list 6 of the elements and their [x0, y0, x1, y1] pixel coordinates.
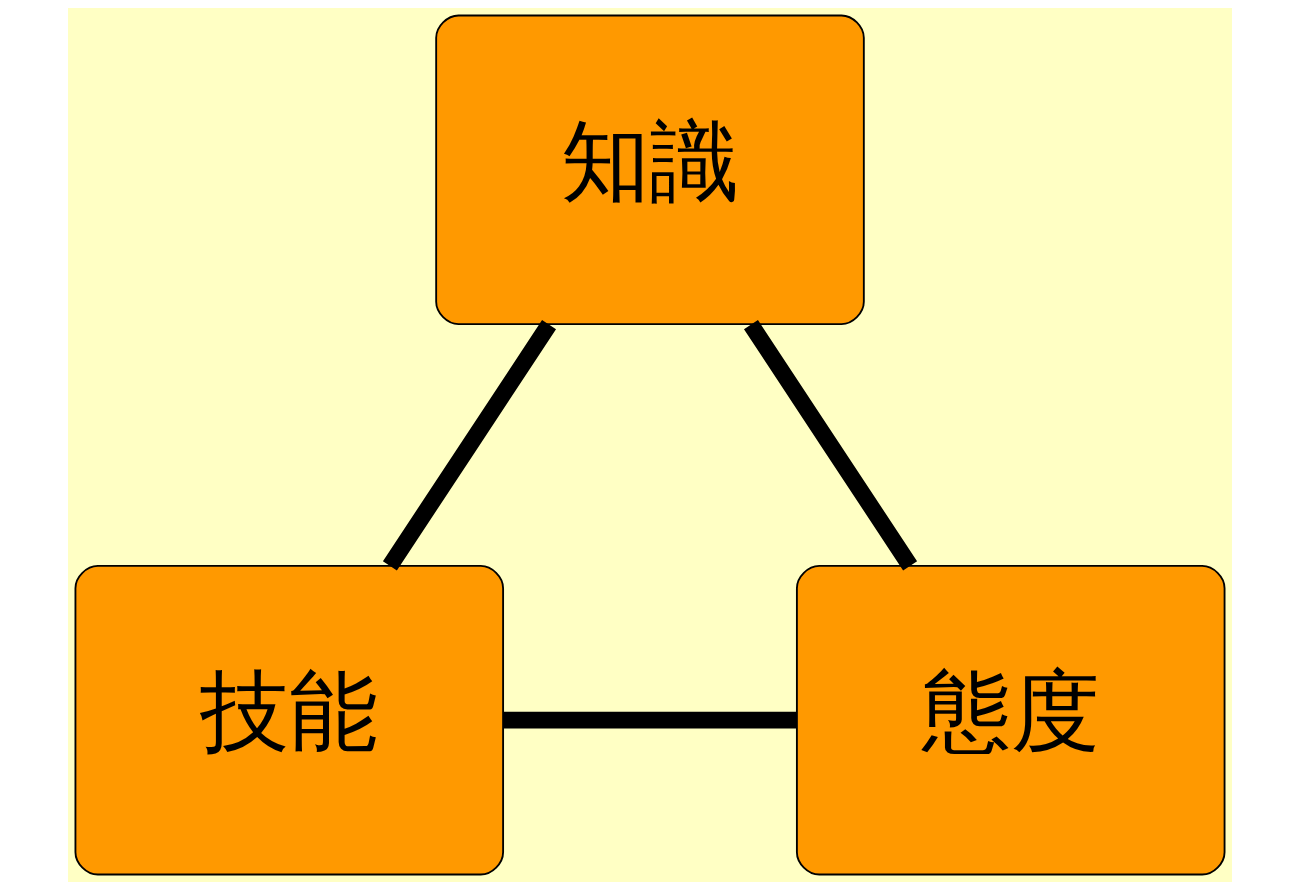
- node-box: 技能: [74, 564, 504, 876]
- node-box: 知識: [434, 14, 865, 326]
- node-box: 態度: [795, 564, 1225, 876]
- connector: [382, 320, 556, 571]
- connector: [743, 320, 917, 571]
- connector: [502, 711, 797, 729]
